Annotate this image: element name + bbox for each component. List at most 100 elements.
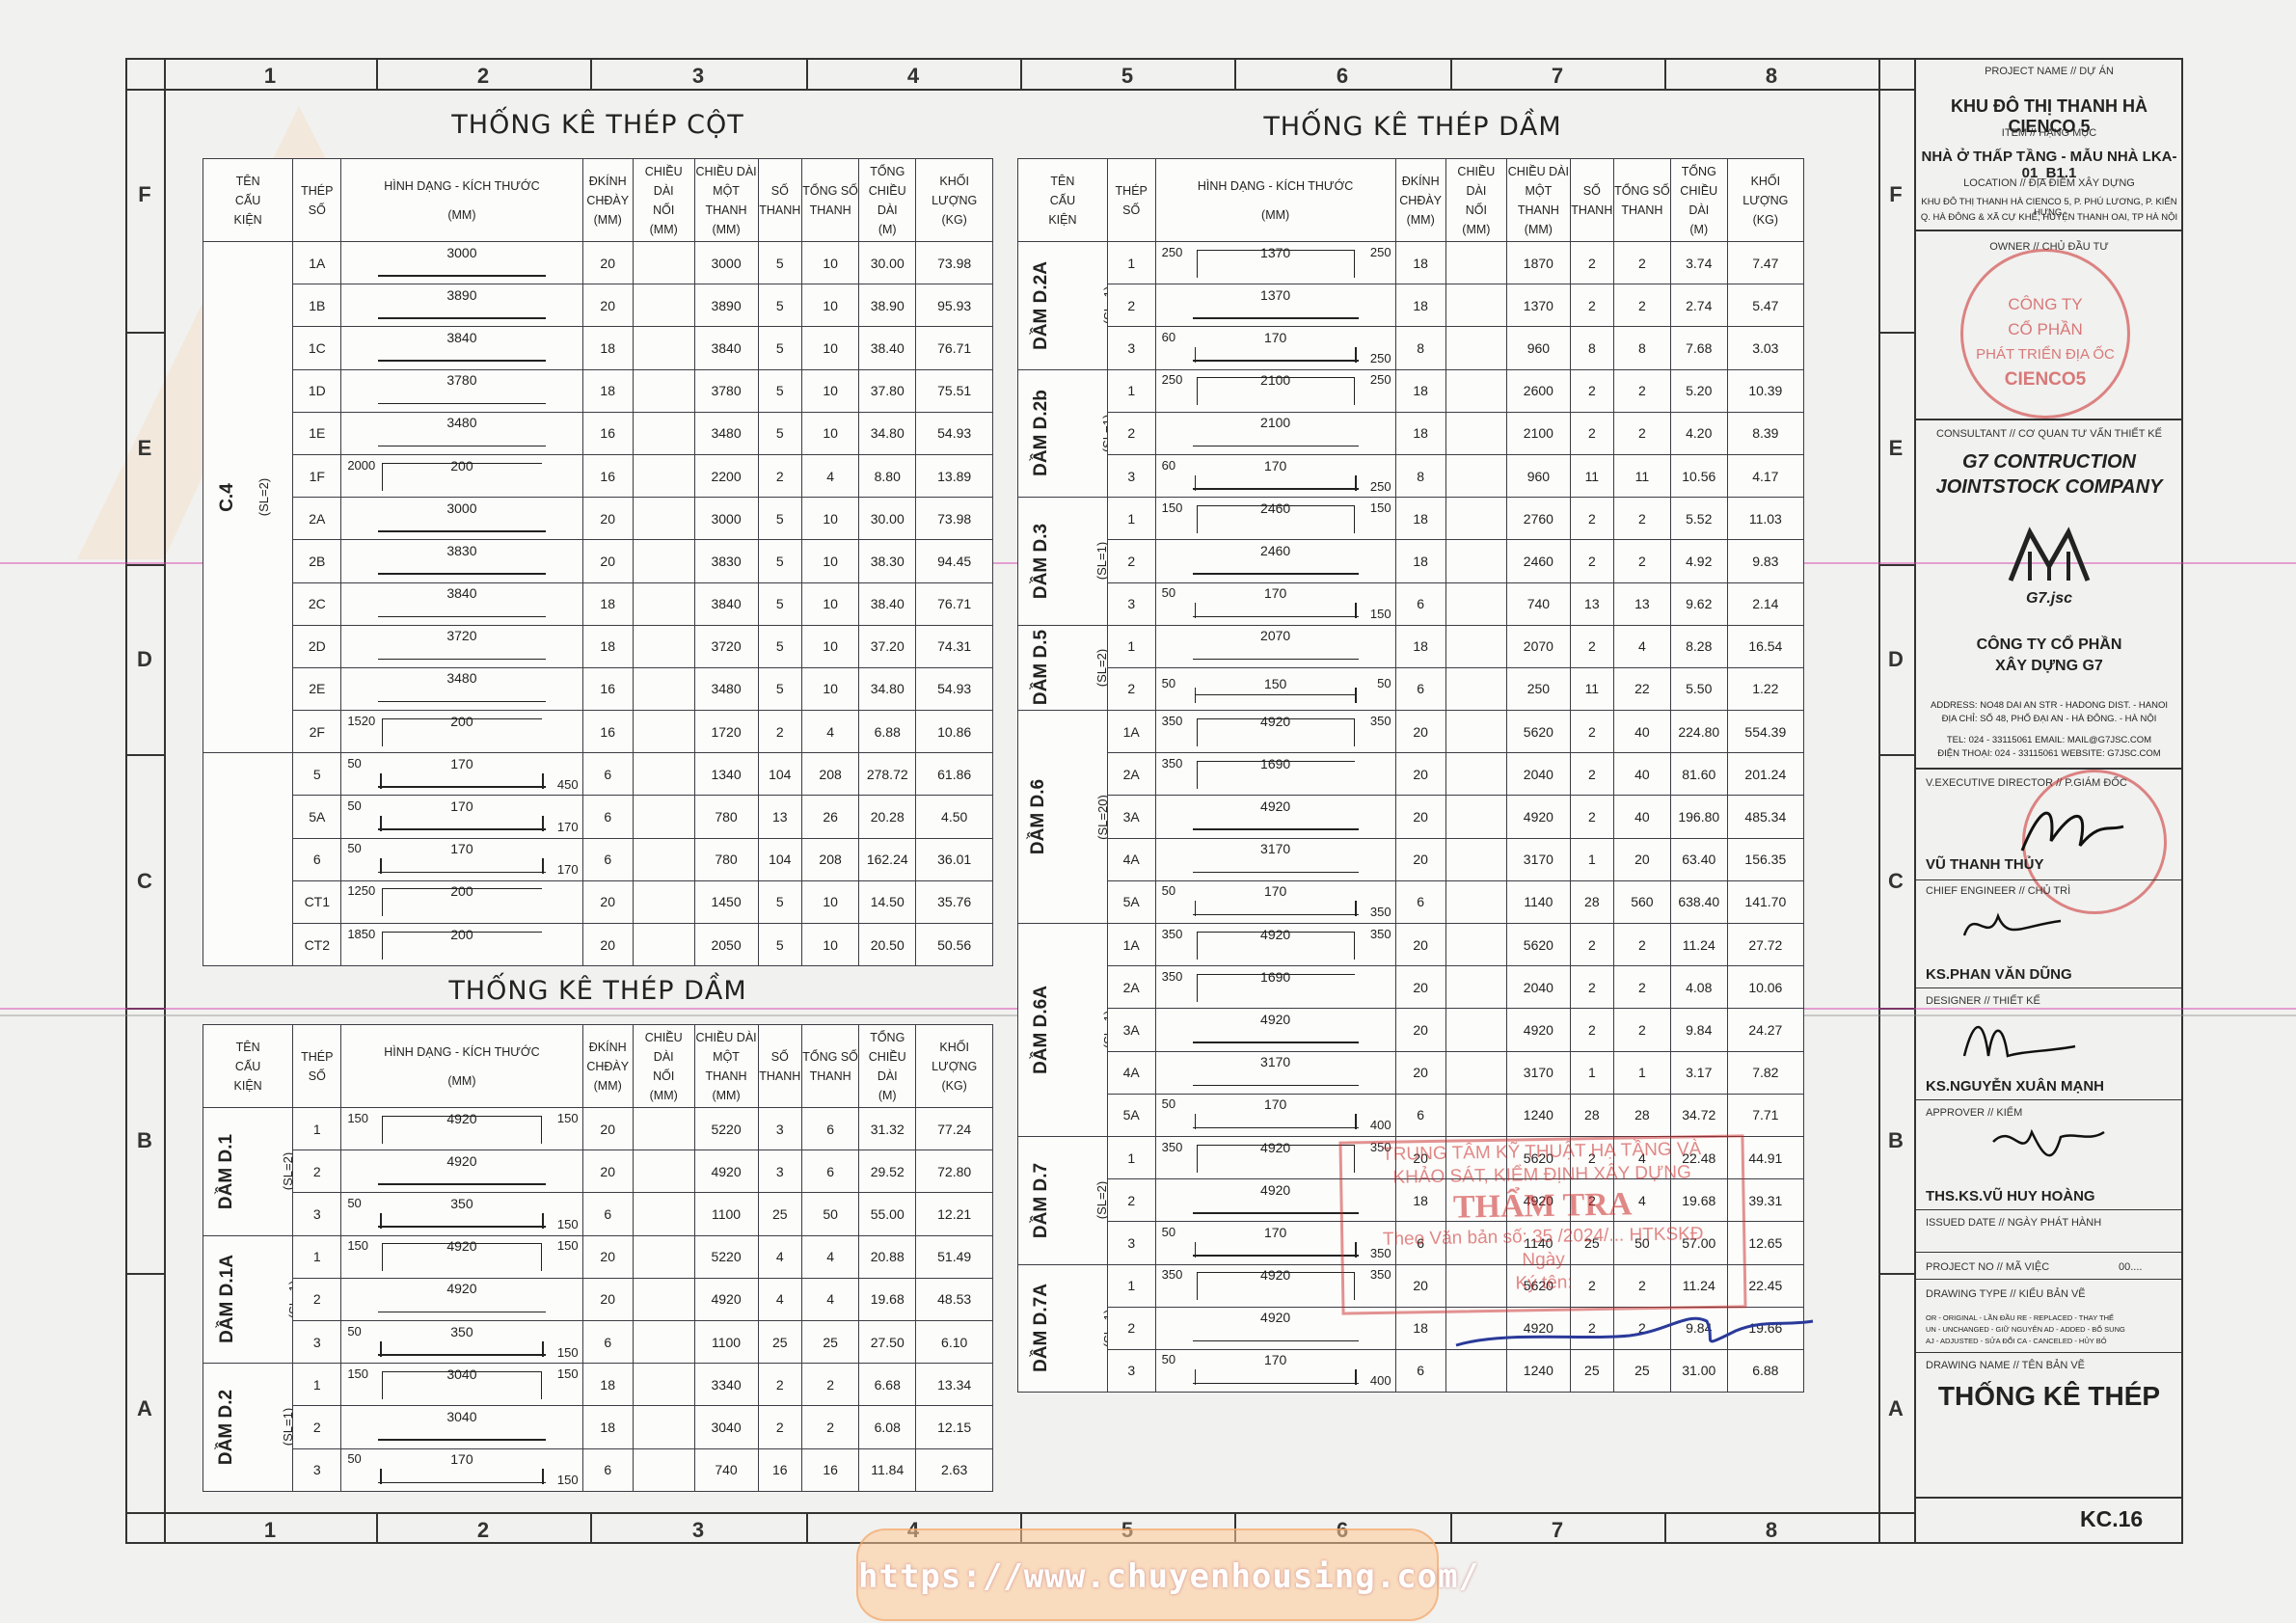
total-count: 11 <box>1612 453 1671 499</box>
shape-dim-left: 250 <box>1161 372 1183 388</box>
bar-diameter: 20 <box>581 1277 634 1321</box>
total-count: 8 <box>1612 326 1671 370</box>
address-vi: ĐỊA CHỈ: SỐ 48, PHỐ ĐẠI AN - HÀ ĐÔNG. - … <box>1941 714 2157 724</box>
shape-dim: 3480 <box>446 670 477 687</box>
bar-shape: 4920 <box>340 1277 583 1321</box>
shape-dim: 1690 <box>1260 968 1291 985</box>
bar-length: 3480 <box>693 666 759 712</box>
bar-length: 3890 <box>693 284 759 328</box>
shape-dim-left: 150 <box>347 1238 369 1254</box>
bar-count: 11 <box>1569 453 1614 499</box>
legend-2: UN - UNCHANGED - GIỮ NGUYÊN AD - ADDED -… <box>1926 1325 2125 1334</box>
weight: 73.98 <box>915 240 993 285</box>
approver-name: THS.KS.VŨ HUY HOÀNG <box>1926 1188 2095 1204</box>
bar-diameter: 16 <box>581 453 634 499</box>
shape-dim: 150 <box>1263 676 1287 692</box>
weight: 50.56 <box>915 922 993 967</box>
weight: 94.45 <box>915 539 993 583</box>
total-length: 34.72 <box>1669 1093 1728 1137</box>
weight: 75.51 <box>915 368 993 413</box>
splice-length <box>1445 1348 1508 1393</box>
splice-length <box>1445 326 1508 370</box>
bar-length: 1340 <box>693 752 759 797</box>
total-count: 50 <box>1612 1221 1671 1265</box>
member-name: DẦM D.1A <box>216 1255 237 1344</box>
shape-dim: 4920 <box>1260 1267 1291 1284</box>
total-count: 2 <box>1612 1263 1671 1308</box>
weight: 73.98 <box>915 497 993 541</box>
watermark-url[interactable]: https://www.chuyenhousing.com/ <box>858 1557 1480 1596</box>
total-count: 28 <box>1612 1093 1671 1137</box>
total-count: 10 <box>801 326 860 370</box>
verify-signature <box>1455 1316 1814 1347</box>
total-count: 2 <box>1612 1008 1671 1052</box>
watermark-url-pill[interactable]: https://www.chuyenhousing.com/ <box>856 1528 1480 1621</box>
shape-dim-left: 350 <box>1161 755 1183 771</box>
bar-count: 5 <box>757 368 803 413</box>
bar-count: 5 <box>757 879 803 925</box>
splice-length <box>632 1234 695 1279</box>
grid-col-label-b: 1 <box>263 1518 277 1542</box>
total-length: 34.80 <box>858 666 917 712</box>
splice-length <box>632 1447 695 1492</box>
total-count: 4 <box>801 453 860 499</box>
total-length: 11.24 <box>1669 922 1728 967</box>
bar-diameter: 20 <box>581 284 634 328</box>
member-name: DẦM D.2b <box>1031 390 1052 477</box>
bar-no: 1 <box>1106 368 1156 413</box>
bar-shape: 1370 <box>1154 284 1396 328</box>
weight: 22.45 <box>1726 1263 1805 1308</box>
bar-diameter: 20 <box>581 539 634 583</box>
bar-count: 2 <box>757 1363 803 1407</box>
splice-length <box>632 284 695 328</box>
bar-diameter: 18 <box>581 1405 634 1449</box>
shape-dim-left: 50 <box>1161 1096 1176 1112</box>
bar-count: 5 <box>757 539 803 583</box>
weight: 51.49 <box>915 1234 993 1279</box>
splice-length <box>632 1192 695 1236</box>
bar-shape: 3170 <box>1154 837 1396 881</box>
shape-dim: 170 <box>450 841 473 857</box>
shape-dim: 350 <box>450 1323 473 1339</box>
bar-count: 2 <box>1569 752 1614 797</box>
bar-diameter: 20 <box>1394 710 1446 754</box>
shape-dim: 3890 <box>446 286 477 303</box>
member-name: DẦM D.5 <box>1031 630 1052 706</box>
total-length: 57.00 <box>1669 1221 1728 1265</box>
splice-length <box>1445 965 1508 1010</box>
splice-length <box>632 368 695 413</box>
total-length: 162.24 <box>858 837 917 881</box>
bar-diameter: 20 <box>1394 922 1446 967</box>
shape-dim-right: 150 <box>556 1110 579 1125</box>
total-count: 2 <box>1612 539 1671 583</box>
consultant-label: CONSULTANT // CƠ QUAN TƯ VẤN THIẾT KẾ <box>1936 428 2162 440</box>
member-quantity: (SL=2) <box>257 477 272 517</box>
bar-diameter: 6 <box>581 1319 634 1365</box>
total-length: 19.68 <box>858 1277 917 1321</box>
bar-count: 13 <box>1569 582 1614 626</box>
grid-row-label-r: B <box>1888 1127 1904 1152</box>
shape-dim-left: 250 <box>1161 244 1183 259</box>
bar-diameter: 6 <box>1394 1348 1446 1393</box>
splice-length <box>632 1319 695 1365</box>
total-length: 5.20 <box>1669 368 1728 413</box>
total-count: 2 <box>801 1405 860 1449</box>
